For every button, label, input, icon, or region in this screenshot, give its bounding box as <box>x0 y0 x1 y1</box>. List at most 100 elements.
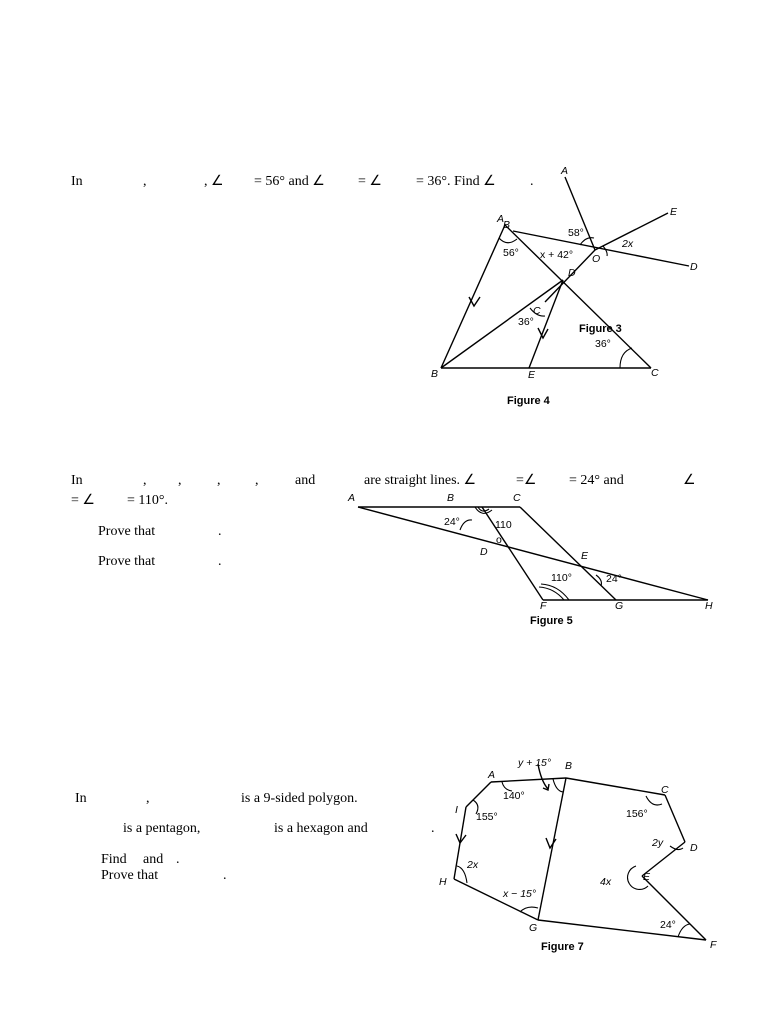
q2-prove-1-end: . <box>218 524 222 539</box>
arc-24-top <box>459 519 473 531</box>
arc-56 <box>498 237 518 244</box>
arc-2x <box>602 245 608 257</box>
arrow-ab <box>468 296 481 308</box>
arrow-bg <box>545 837 557 850</box>
angle-24: 24° <box>660 919 676 931</box>
q2-text-24-and: = 24° and <box>569 473 624 488</box>
q1-text-period: . <box>530 174 534 189</box>
label-c: C <box>513 492 521 504</box>
angle-155: 155° <box>476 811 498 823</box>
figure-5-caption: Figure 5 <box>530 615 573 627</box>
q3-text-pentagon: is a pentagon, <box>123 821 201 836</box>
label-a: A <box>487 769 495 781</box>
q3-text-period: . <box>431 821 435 836</box>
figure-3-caption: Figure 3 <box>579 323 622 335</box>
q2-text-eq-angle: =∠ <box>516 473 537 488</box>
arc-2x <box>456 865 468 884</box>
q3-text-comma: , <box>146 791 150 806</box>
q2-text-comma-4: , <box>255 473 259 488</box>
arc-58 <box>579 237 595 246</box>
label-c-mid: C <box>533 305 541 317</box>
label-d: D <box>690 842 698 854</box>
q3-text-in: In <box>75 791 87 806</box>
q3-text-hexagon: is a hexagon and <box>274 821 368 836</box>
q2-text-comma-3: , <box>217 473 221 488</box>
q2-text-and: and <box>295 473 316 488</box>
angle-y-15: y + 15° <box>517 757 551 769</box>
q2-text-in: In <box>71 473 83 488</box>
label-c: C <box>651 367 659 379</box>
q3-prove-end: . <box>223 868 227 883</box>
arc-2y <box>669 845 684 851</box>
edge-de <box>641 841 686 877</box>
edge-ia <box>465 781 492 808</box>
arc-110-bottom-2 <box>540 583 570 601</box>
q2-text-angle: ∠ <box>683 473 696 488</box>
label-e: E <box>643 871 651 883</box>
q2-prove-2-end: . <box>218 554 222 569</box>
label-d: D <box>690 261 698 273</box>
arc-110-top-1 <box>477 506 490 512</box>
label-b: B <box>565 760 572 772</box>
line-ah <box>357 506 709 601</box>
label-d-mid: D <box>568 267 576 279</box>
edge-bc <box>565 777 666 796</box>
label-d: D <box>480 546 488 558</box>
q2-text-eq-angle-2: = ∠ <box>71 493 95 508</box>
label-g: G <box>615 600 623 612</box>
q2-prove-1: Prove that <box>98 524 156 539</box>
line-oe <box>594 212 669 251</box>
label-c: C <box>661 784 669 796</box>
arc-24-bottom <box>595 574 602 587</box>
angle-2x: 2x <box>621 238 634 250</box>
label-f: F <box>710 939 717 951</box>
q1-text-36-find: = 36°. Find ∠ <box>416 174 496 189</box>
angle-2x: 2x <box>466 859 479 871</box>
q1-text-in: In <box>71 174 83 189</box>
q2-text-straight-lines: are straight lines. ∠ <box>364 473 477 488</box>
angle-36-right: 36° <box>595 338 611 350</box>
label-i: I <box>455 804 458 816</box>
q1-text-56: = 56° and ∠ <box>254 174 325 189</box>
edge-ab <box>490 777 567 783</box>
q3-find: Find <box>101 852 127 867</box>
q3-text-9-sided: is a 9-sided polygon. <box>241 791 358 806</box>
arc-24 <box>677 923 691 938</box>
arc-155 <box>472 799 479 815</box>
angle-4x: 4x <box>600 876 612 888</box>
angle-110-bottom: 110° <box>551 572 572 584</box>
label-e-top: E <box>670 206 678 218</box>
label-a: A <box>347 492 355 504</box>
label-g: G <box>529 922 537 934</box>
figure-7-caption: Figure 7 <box>541 941 584 953</box>
line-cg <box>519 506 617 601</box>
angle-2y: 2y <box>651 837 664 849</box>
arc-110-top-2 <box>474 506 493 514</box>
arc-156 <box>645 795 663 806</box>
label-a: A <box>496 213 504 225</box>
edge-ef <box>641 875 707 941</box>
label-h: H <box>705 600 713 612</box>
arrow-hi <box>455 833 467 845</box>
q3-find-and: and <box>143 852 164 867</box>
arc-110-bottom-1 <box>538 586 565 601</box>
angle-24-top: 24° <box>444 516 460 528</box>
line-oc <box>544 249 596 303</box>
figure-4-caption: Figure 4 <box>507 395 551 407</box>
edge-gh <box>453 878 539 921</box>
q2-prove-2: Prove that <box>98 554 156 569</box>
line-bd <box>440 279 564 369</box>
arrow-y15-pointer <box>537 763 549 790</box>
q2-text-110: = 110°. <box>127 493 168 508</box>
line-bod <box>512 230 690 267</box>
angle-x-15: x − 15° <box>502 888 536 900</box>
line-bg <box>537 777 567 921</box>
arrow-de <box>537 327 549 340</box>
q2-text-comma-1: , <box>143 473 147 488</box>
line-ac <box>504 224 652 369</box>
label-a-top: A <box>560 165 568 177</box>
edge-cd <box>664 794 686 843</box>
line-ab <box>440 224 506 369</box>
